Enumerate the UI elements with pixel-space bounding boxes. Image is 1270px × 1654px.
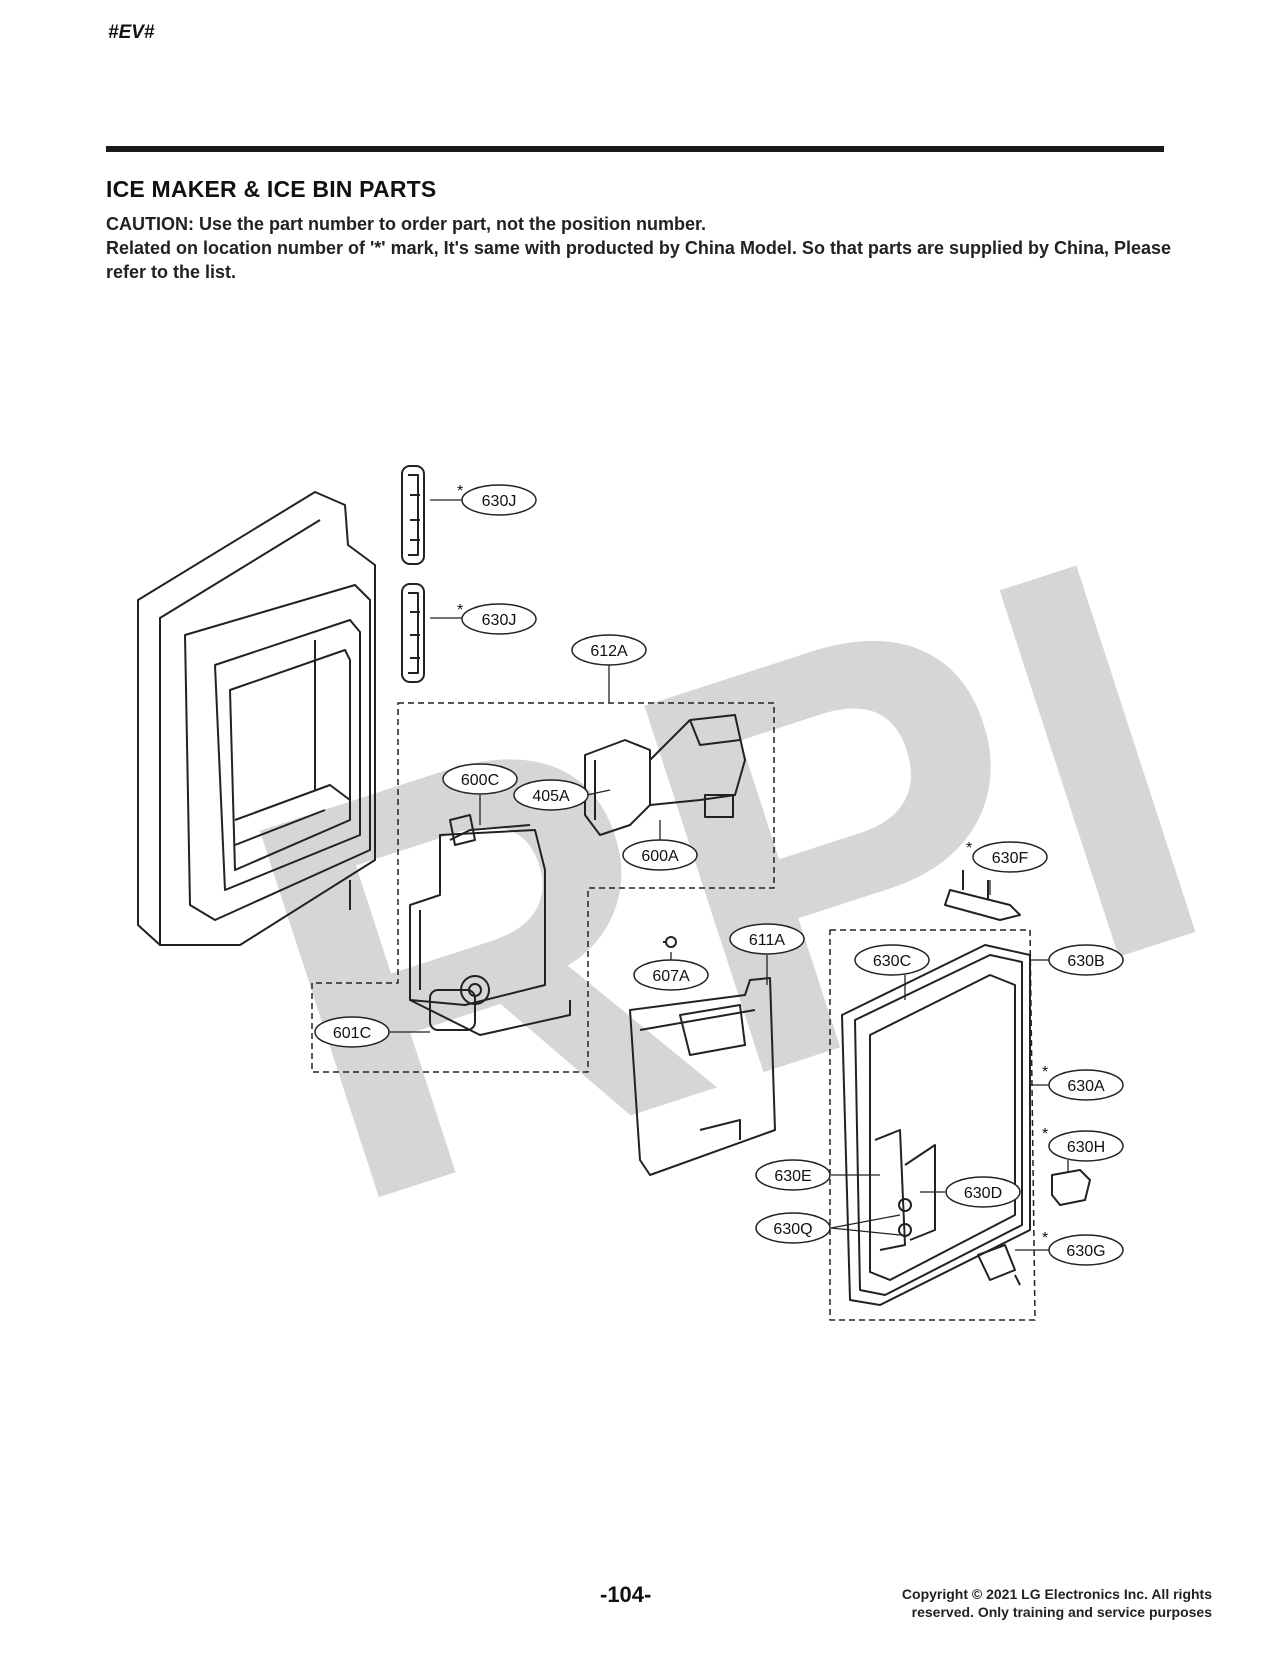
asterisk-630j-upper: *: [457, 483, 463, 500]
watermark: RPI: [187, 438, 1268, 1322]
label-630j-lower: 630J: [482, 612, 517, 629]
ice-maker-bracket: [409, 814, 571, 1036]
label-630g: 630G: [1066, 1243, 1105, 1260]
asterisk-630j-lower: *: [457, 602, 463, 619]
gasket-strip-upper: [401, 465, 425, 565]
door-frame: [137, 491, 376, 946]
label-630d: 630D: [964, 1185, 1002, 1202]
asterisk-630h: *: [1042, 1126, 1048, 1143]
asterisk-630f: *: [966, 840, 972, 857]
label-630j-upper: 630J: [482, 493, 517, 510]
ice-maker-unit: [584, 714, 746, 836]
label-630f: 630F: [992, 850, 1029, 867]
label-630b: 630B: [1067, 953, 1104, 970]
caution-note: CAUTION: Use the part number to order pa…: [106, 214, 707, 234]
hinge-630g: [977, 1244, 1021, 1286]
label-630q: 630Q: [773, 1221, 812, 1238]
supply-note: Related on location number of '*' mark, …: [106, 238, 1172, 282]
label-612a: 612A: [590, 643, 628, 660]
asterisk-630g: *: [1042, 1230, 1048, 1247]
hinge-630f: [944, 870, 1021, 921]
gasket-strip-lower: [401, 583, 425, 683]
screw-607a: [663, 936, 677, 948]
page-number: -104-: [600, 1582, 652, 1607]
section-title: ICE MAKER & ICE BIN PARTS: [106, 176, 437, 202]
label-630c: 630C: [873, 953, 911, 970]
hinge-630h: [1051, 1169, 1091, 1206]
label-630h: 630H: [1067, 1139, 1105, 1156]
ice-bin: [629, 977, 776, 1176]
document-code: #EV#: [108, 22, 155, 43]
copyright-line-2: reserved. Only training and service purp…: [911, 1604, 1212, 1620]
section-rule: [106, 146, 1164, 152]
label-630e: 630E: [774, 1168, 811, 1185]
ice-bin-cover: [841, 944, 1031, 1306]
label-600a: 600A: [641, 848, 679, 865]
label-601c: 601C: [333, 1025, 371, 1042]
copyright-line-1: Copyright © 2021 LG Electronics Inc. All…: [901, 1586, 1212, 1602]
label-630a: 630A: [1067, 1078, 1105, 1095]
label-611a: 611A: [749, 932, 786, 949]
copyright-notice: Copyright © 2021 LG Electronics Inc. All…: [902, 1585, 1212, 1621]
asterisk-630a: *: [1042, 1064, 1048, 1081]
label-405a: 405A: [532, 788, 570, 805]
label-607a: 607A: [652, 968, 690, 985]
label-600c: 600C: [461, 772, 499, 789]
svg-text:RPI: RPI: [187, 438, 1268, 1322]
